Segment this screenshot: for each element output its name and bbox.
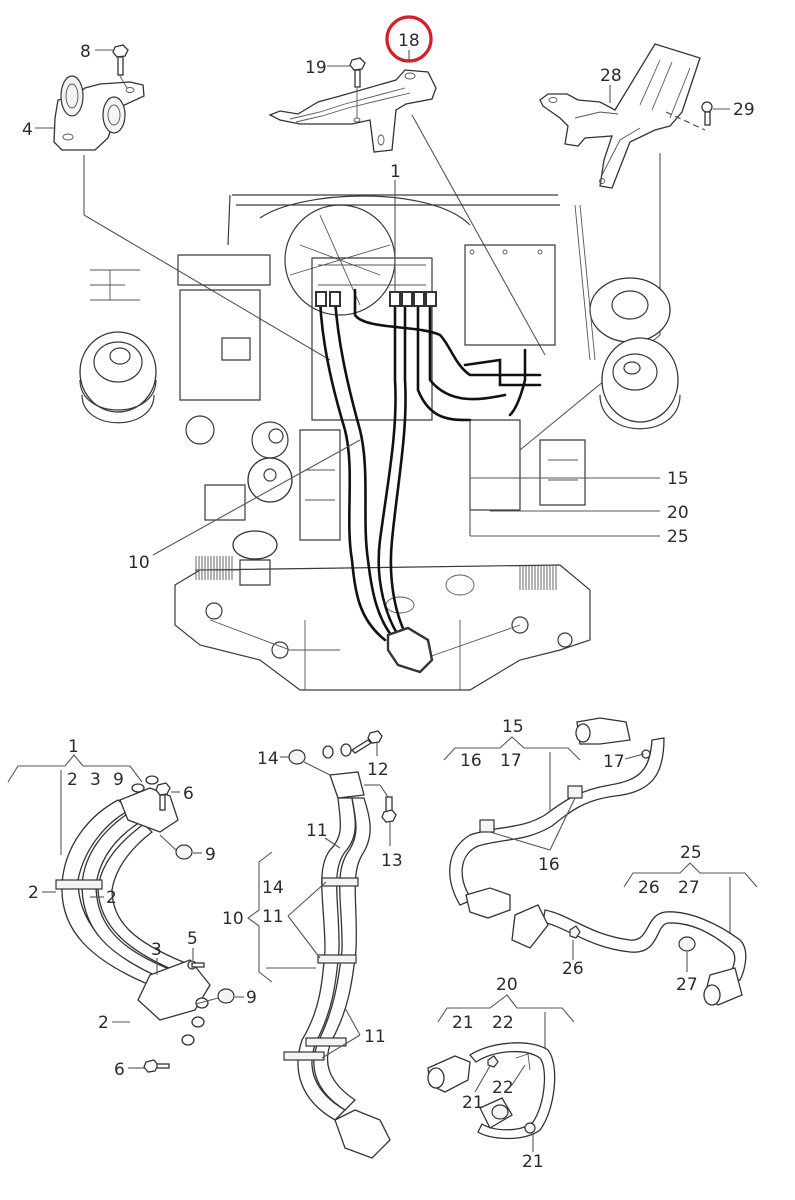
callout-15-engine[interactable]: 15 (667, 469, 689, 489)
callout-19[interactable]: 19 (305, 58, 327, 78)
callout-2-left[interactable]: 2 (28, 883, 39, 903)
group-bracket-10: 10 14 11 (222, 851, 327, 983)
callout-6-top[interactable]: 6 (183, 784, 194, 804)
bolt-29[interactable] (701, 101, 713, 126)
group-25-head[interactable]: 25 (680, 843, 702, 863)
callout-9-top[interactable]: 9 (205, 845, 216, 865)
group-1-item-2[interactable]: 2 (67, 770, 78, 790)
group-25-item-26[interactable]: 26 (638, 878, 660, 898)
cap-14[interactable] (288, 749, 306, 765)
group-10-head[interactable]: 10 (222, 909, 244, 929)
group-20-item-22[interactable]: 22 (492, 1013, 514, 1033)
callout-28[interactable]: 28 (600, 66, 622, 86)
group-bracket-1: 1 2 3 9 (7, 737, 143, 855)
bolt-8[interactable] (112, 44, 129, 89)
bracket-18[interactable] (268, 69, 437, 153)
wiring-harness-20[interactable] (427, 1042, 556, 1140)
group-1-item-3[interactable]: 3 (90, 770, 101, 790)
group-15-head[interactable]: 15 (502, 717, 524, 737)
group-1-item-9[interactable]: 9 (113, 770, 124, 790)
bolt-13[interactable] (381, 796, 397, 823)
ignition-cable-set-10[interactable] (283, 743, 391, 1159)
callout-14-top[interactable]: 14 (257, 749, 279, 769)
group-15-item-17[interactable]: 17 (500, 751, 522, 771)
engine-bay-illustration (79, 194, 681, 691)
group-bracket-20: 20 21 22 (437, 975, 575, 1050)
group-bracket-15: 15 16 17 (443, 717, 581, 810)
callout-1-engine[interactable]: 1 (390, 162, 401, 182)
group-10-item-11[interactable]: 11 (262, 907, 284, 927)
callout-16[interactable]: 16 (538, 855, 560, 875)
bolt-19[interactable] (349, 57, 366, 118)
wiring-harness-25[interactable] (511, 904, 747, 1006)
radiator-fins-left (195, 556, 233, 580)
callout-2-right[interactable]: 2 (106, 888, 117, 908)
group-20-item-21[interactable]: 21 (452, 1013, 474, 1033)
callout-18[interactable]: 18 (398, 31, 420, 51)
group-bracket-25: 25 26 27 (623, 843, 758, 935)
callout-11-bottom[interactable]: 11 (364, 1027, 386, 1047)
callout-8[interactable]: 8 (80, 42, 91, 62)
ignition-cable-set-1[interactable] (55, 775, 211, 1046)
ignition-cable-set-1-installed[interactable] (315, 288, 542, 674)
callout-21-a[interactable]: 21 (462, 1093, 484, 1113)
bracket-4[interactable] (53, 75, 145, 151)
callout-6-bottom[interactable]: 6 (114, 1060, 125, 1080)
bolt-12[interactable] (350, 730, 383, 754)
callout-21-b[interactable]: 21 (522, 1152, 544, 1172)
callout-22[interactable]: 22 (492, 1078, 514, 1098)
callout-29[interactable]: 29 (733, 100, 755, 120)
callout-10-engine[interactable]: 10 (128, 553, 150, 573)
callout-5[interactable]: 5 (187, 929, 198, 949)
cap-9-bottom[interactable] (217, 988, 235, 1004)
callout-17[interactable]: 17 (603, 752, 625, 772)
group-25-item-27[interactable]: 27 (678, 878, 700, 898)
bolt-6-bottom[interactable] (143, 1059, 170, 1073)
group-20-head[interactable]: 20 (496, 975, 518, 995)
bolt-5[interactable] (187, 960, 205, 970)
group-10-item-14[interactable]: 14 (262, 878, 284, 898)
callout-20-engine[interactable]: 20 (667, 503, 689, 523)
callout-12[interactable]: 12 (367, 760, 389, 780)
callout-4[interactable]: 4 (22, 120, 33, 140)
callout-13[interactable]: 13 (381, 851, 403, 871)
callout-11-top[interactable]: 11 (306, 821, 328, 841)
bolt-6-top[interactable] (155, 782, 171, 811)
callout-26[interactable]: 26 (562, 959, 584, 979)
callout-3[interactable]: 3 (151, 940, 162, 960)
callout-25-engine[interactable]: 25 (667, 527, 689, 547)
wiring-harness-15[interactable] (449, 717, 665, 919)
group-15-item-16[interactable]: 16 (460, 751, 482, 771)
callout-9-bottom[interactable]: 9 (246, 988, 257, 1008)
callout-2-bottom[interactable]: 2 (98, 1013, 109, 1033)
callout-27[interactable]: 27 (676, 975, 698, 995)
bracket-28[interactable] (539, 43, 701, 189)
radiator-fins-right (519, 566, 557, 590)
cap-9-top[interactable] (175, 844, 193, 860)
group-1-head[interactable]: 1 (68, 737, 79, 757)
